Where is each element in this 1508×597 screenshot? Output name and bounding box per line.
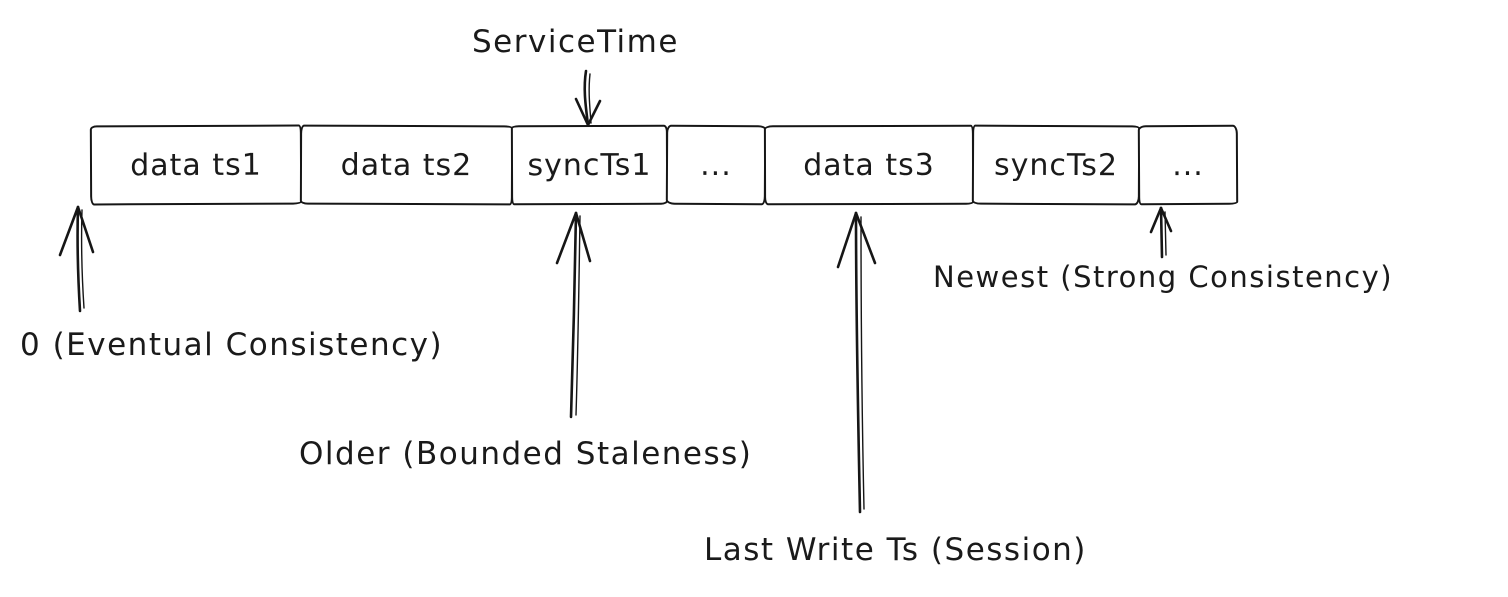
cell-label: data ts1 (130, 147, 262, 183)
eventual-arrow (58, 205, 95, 313)
timeline-cell-data-ts3: data ts3 (763, 124, 975, 206)
eventual-consistency-label: 0 (Eventual Consistency) (20, 327, 444, 363)
cell-label: ... (1172, 147, 1204, 183)
timeline-cell-data-ts1: data ts1 (89, 124, 303, 206)
cell-label: ... (700, 147, 732, 183)
timeline-cell-ellipsis-2: ... (1137, 124, 1239, 206)
timeline-cell-data-ts2: data ts2 (299, 124, 514, 206)
session-label: Last Write Ts (Session) (704, 532, 1087, 568)
session-arrow (836, 211, 877, 514)
bounded-staleness-label: Older (Bounded Staleness) (299, 436, 753, 472)
servicetime-label: ServiceTime (472, 24, 679, 60)
cell-label: syncTs2 (993, 147, 1119, 183)
timeline-cell-syncts2: syncTs2 (971, 124, 1141, 206)
timeline-cell-syncts1: syncTs1 (510, 124, 669, 206)
strong-consistency-label: Newest (Strong Consistency) (933, 260, 1394, 294)
cell-label: syncTs1 (527, 147, 652, 183)
strong-arrow (1149, 206, 1173, 259)
timeline-cell-ellipsis-1: ... (665, 124, 767, 206)
servicetime-arrow (574, 69, 602, 127)
bounded-staleness-arrow (555, 211, 592, 419)
cell-label: data ts2 (340, 147, 473, 183)
cell-label: data ts3 (803, 147, 935, 183)
